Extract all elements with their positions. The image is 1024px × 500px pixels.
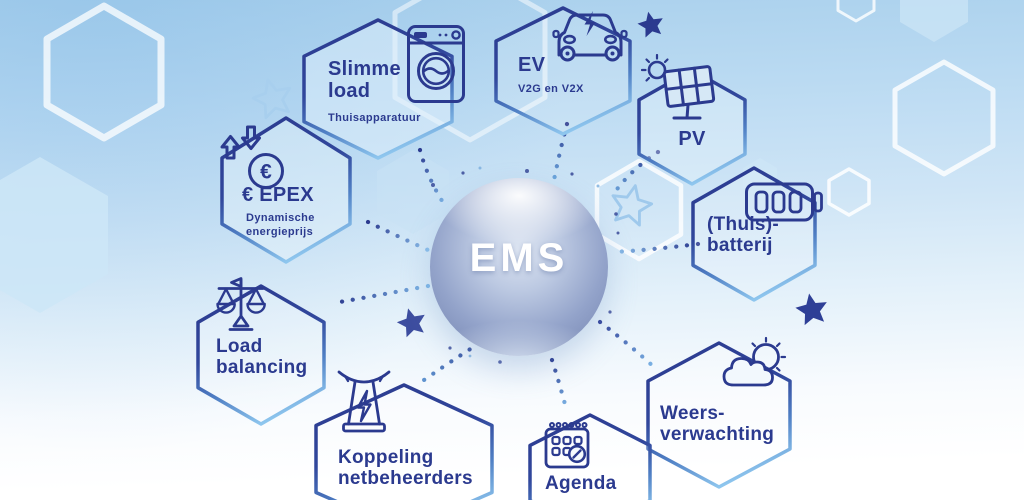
- node-title: (Thuis)-batterij: [707, 214, 780, 257]
- hexagon-border: [494, 6, 632, 136]
- node-pv: PV: [637, 53, 747, 186]
- ems-center-sphere: EMS: [430, 178, 608, 356]
- hexagon-border: [196, 284, 326, 426]
- node-slimme-load: Slimme load Thuisapparatuur: [302, 18, 465, 160]
- hexagon-border: [637, 68, 747, 186]
- electric-car-icon: [552, 6, 628, 62]
- node-title: Slimme load: [328, 58, 401, 103]
- node-ev: EV V2G en V2X: [494, 6, 632, 136]
- node-epex: € € EPEX Dynamische energieprijs: [220, 116, 352, 264]
- node-title: Load balancing: [216, 336, 308, 379]
- node-title: Koppeling netbeheerders: [338, 447, 473, 490]
- home-battery-icon: [744, 179, 824, 225]
- node-subtitle: Dynamische energieprijs: [246, 212, 315, 239]
- node-subtitle: V2G en V2X: [518, 83, 584, 95]
- hexagon-border: [302, 18, 454, 160]
- star-decoration: [251, 11, 827, 338]
- ems-label: EMS: [469, 235, 569, 280]
- calendar-icon: [544, 421, 590, 471]
- hexagon-border: [220, 116, 352, 264]
- dotted-connector-lines: [331, 121, 701, 411]
- balance-scale-icon: [210, 276, 272, 334]
- washing-machine-icon: [406, 24, 466, 104]
- node-title: Agenda: [545, 473, 617, 494]
- scatter-dots-decoration: [431, 166, 620, 364]
- node-load-balancing: Load balancing: [196, 277, 326, 426]
- weather-sun-cloud-icon: [720, 335, 792, 393]
- hexagon-border: [528, 413, 652, 500]
- euro-price-arrows-icon: €: [216, 122, 288, 194]
- node-agenda: Agenda: [528, 413, 652, 500]
- node-title: EV: [518, 54, 546, 76]
- node-thuisbatterij: (Thuis)-batterij: [691, 166, 823, 302]
- node-subtitle: Thuisapparatuur: [328, 112, 421, 124]
- node-weersverwachting: Weers-verwachting: [646, 336, 792, 489]
- power-pylon-icon: [336, 367, 392, 441]
- hexagon-border: [314, 383, 494, 500]
- node-title: Weers-verwachting: [660, 403, 775, 446]
- node-title: € EPEX: [242, 184, 314, 206]
- node-koppeling-netbeheerders: Koppeling netbeheerders: [314, 370, 494, 500]
- solar-panel-icon: [640, 53, 721, 126]
- node-title: PV: [678, 128, 706, 150]
- euro-symbol: €: [260, 161, 272, 184]
